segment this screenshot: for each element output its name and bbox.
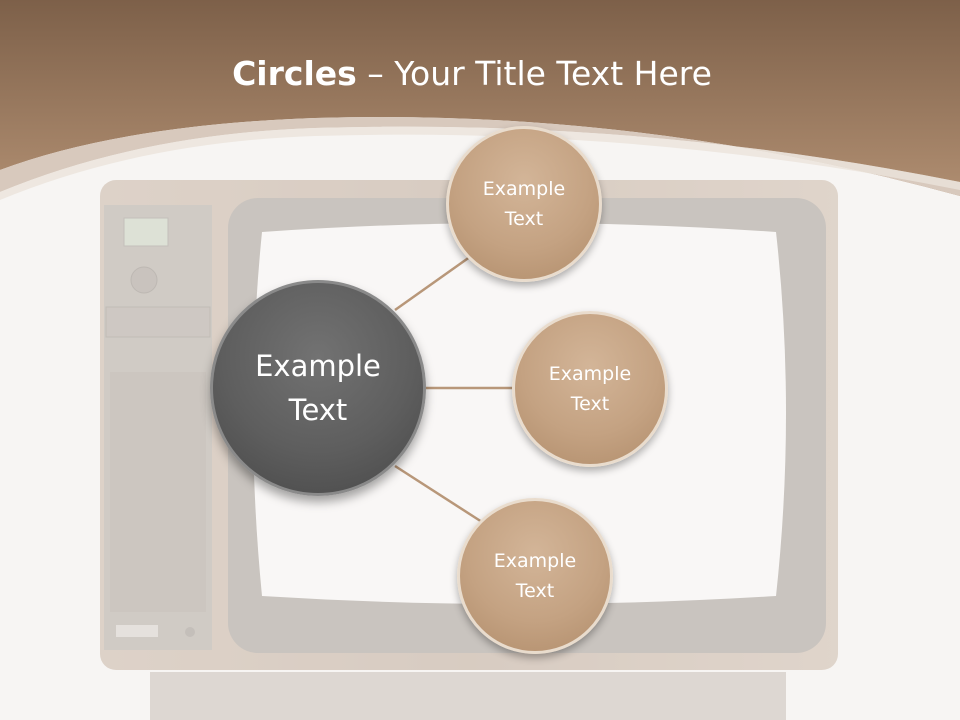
connector-line-1 — [394, 252, 475, 312]
header-swoosh-highlight — [0, 126, 960, 200]
center-circle-label: Example Text — [255, 349, 381, 427]
branch-circle-2[interactable]: Example Text — [512, 311, 668, 467]
branch-circle-1[interactable]: Example Text — [446, 126, 602, 282]
title-bold: Circles — [232, 54, 357, 93]
branch-circle-2-label: Example Text — [548, 363, 632, 415]
center-circle[interactable]: Example Text — [210, 280, 426, 496]
slide-title: Circles – Your Title Text Here — [0, 52, 944, 96]
tv-backdrop-image — [100, 180, 838, 720]
branch-circle-3-label: Example Text — [493, 550, 577, 602]
title-rest: – Your Title Text Here — [356, 54, 712, 93]
header-band — [0, 0, 960, 196]
branch-circle-3[interactable]: Example Text — [457, 498, 613, 654]
connector-line-3 — [394, 464, 483, 524]
branch-circle-1-label: Example Text — [482, 178, 566, 230]
